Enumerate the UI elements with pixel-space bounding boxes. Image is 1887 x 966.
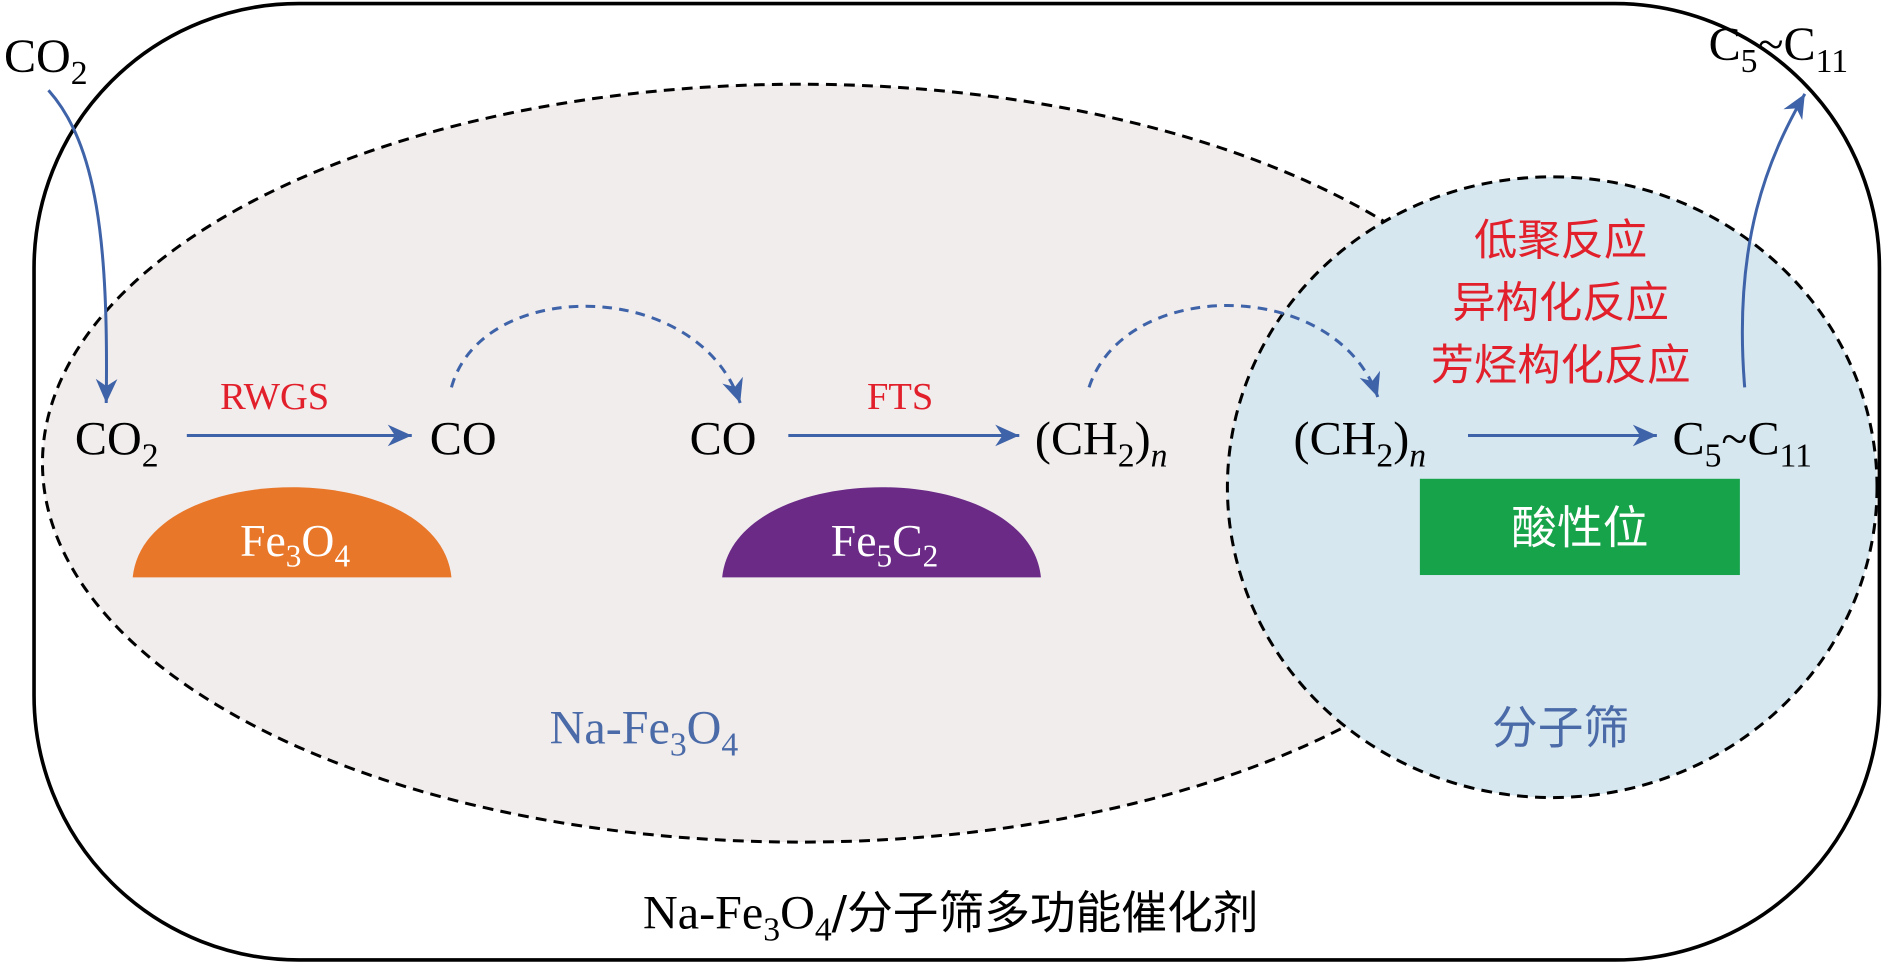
- acid-site-block: [1419, 478, 1740, 576]
- zeolite-region-label: 分子筛: [1492, 701, 1629, 754]
- co-product: CO: [430, 413, 497, 466]
- rwgs-label: RWGS: [220, 376, 329, 418]
- input-arrow: [47, 89, 118, 404]
- output-arrow: [1740, 93, 1807, 388]
- na-fe3o4-region-label: Na-Fe3O4: [550, 701, 739, 763]
- fe3o4-catalyst-label: Fe3O4: [240, 515, 350, 574]
- ch2n-product: (CH2)n: [1035, 413, 1168, 475]
- isomerization-label: 异构化反应: [1452, 279, 1668, 329]
- aromatization-label: 芳烃构化反应: [1431, 341, 1691, 391]
- fts-label: FTS: [867, 376, 933, 418]
- oligomerization-label: 低聚反应: [1474, 216, 1647, 266]
- transfer-arrow-1: [450, 304, 743, 404]
- c5-c11-product: C5~C11: [1673, 413, 1813, 475]
- catalyst-title: Na-Fe3O4/分子筛多功能催化剂: [643, 887, 1258, 949]
- ch2n-reactant: (CH2)n: [1294, 413, 1427, 475]
- fe5c2-catalyst-label: Fe5C2: [831, 515, 938, 574]
- co2-reactant: CO2: [75, 413, 159, 475]
- output-c5-c11: C5~C11: [1709, 18, 1849, 80]
- input-co2: CO2: [4, 30, 88, 92]
- fe5c2-catalyst-shape: [722, 487, 1041, 578]
- acid-site-label: 酸性位: [1511, 502, 1648, 555]
- co-reactant: CO: [690, 413, 757, 466]
- fe3o4-catalyst-shape: [132, 487, 452, 578]
- transfer-arrow-2: [1087, 304, 1381, 398]
